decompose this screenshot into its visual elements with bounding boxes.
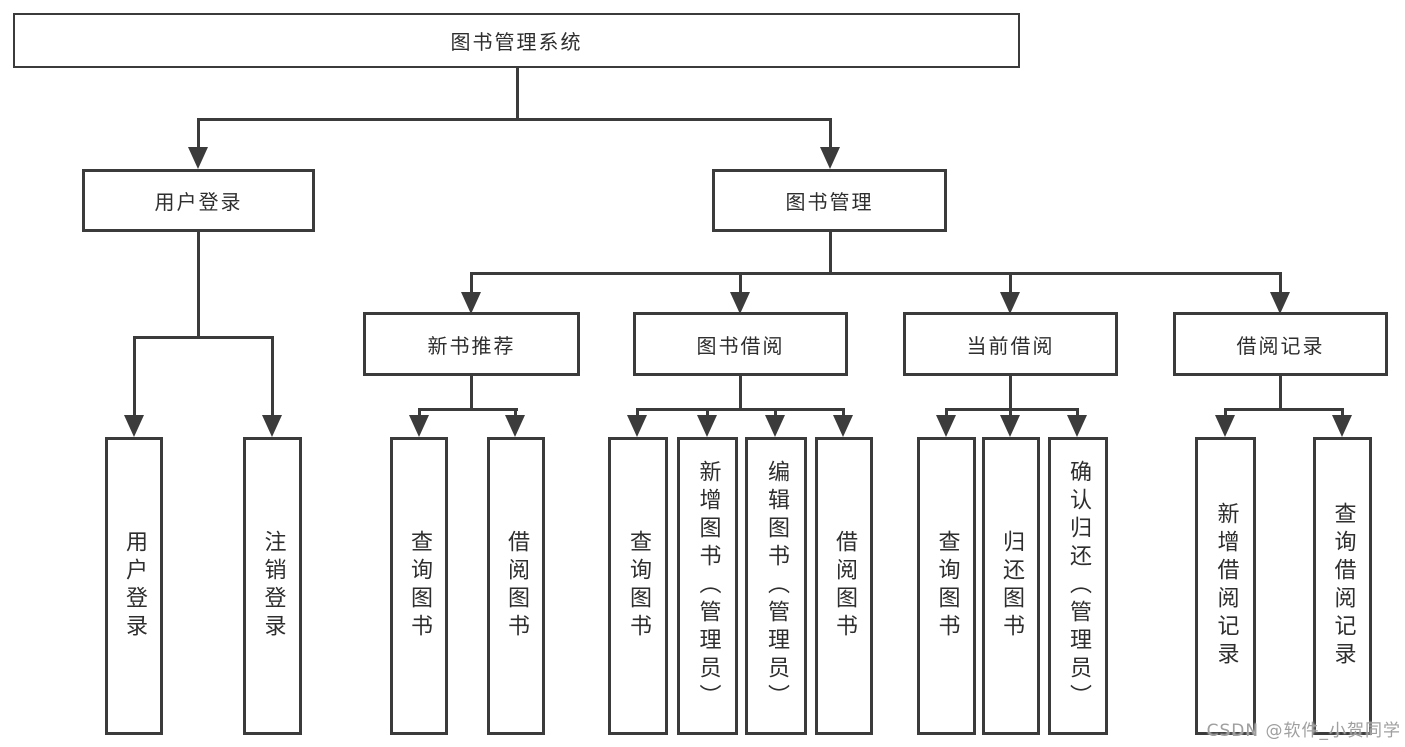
node-library-management-system: 图书管理系统 — [13, 13, 1020, 68]
leaf-query-borrow-record: 查询借阅记录 — [1313, 437, 1372, 735]
arrowhead-leaf — [627, 415, 647, 437]
leaf-logout: 注销登录 — [243, 437, 302, 735]
connector-user-login-branch — [133, 336, 274, 339]
arrowhead-leaf — [1332, 415, 1352, 437]
connector-leaf-shaft — [842, 408, 845, 418]
leaf-confirm-return-admin: 确认归还（管理员） — [1048, 437, 1108, 735]
arrowhead-book-borrow — [730, 292, 750, 314]
leaf-return-books: 归还图书 — [982, 437, 1040, 735]
arrowhead-leaf — [505, 415, 525, 437]
leaf-query-books-3: 查询图书 — [917, 437, 976, 735]
node-book-management: 图书管理 — [712, 169, 947, 232]
connector-new-books-stem — [470, 374, 473, 410]
connector-to-login-leaf — [133, 336, 136, 418]
arrowhead-borrow-records — [1270, 292, 1290, 314]
arrowhead-new-books — [461, 292, 481, 314]
node-current-borrowing: 当前借阅 — [903, 312, 1118, 376]
arrowhead-leaf — [765, 415, 785, 437]
arrowhead-leaf — [1215, 415, 1235, 437]
connector-current-borrow-stem — [1009, 374, 1012, 410]
connector-leaf-shaft — [636, 408, 639, 418]
connector-leaf-shaft — [1076, 408, 1079, 418]
connector-to-current-borrow — [1009, 272, 1012, 296]
node-new-book-recommend: 新书推荐 — [363, 312, 580, 376]
connector-root-stem — [516, 66, 519, 119]
connector-borrow-records-branch — [1224, 408, 1344, 411]
arrowhead-user-login — [188, 147, 208, 169]
connector-leaf-shaft — [1009, 408, 1012, 418]
leaf-add-borrow-record: 新增借阅记录 — [1195, 437, 1256, 735]
connector-level3-branch — [470, 272, 1281, 275]
connector-leaf-shaft — [774, 408, 777, 418]
connector-book-mgmt-stem — [829, 230, 832, 274]
connector-to-new-books — [470, 272, 473, 296]
leaf-user-login: 用户登录 — [105, 437, 163, 735]
arrowhead-logout-leaf — [262, 415, 282, 437]
connector-leaf-shaft — [1224, 408, 1227, 418]
arrowhead-leaf — [833, 415, 853, 437]
arrowhead-leaf — [697, 415, 717, 437]
connector-leaf-shaft — [1341, 408, 1344, 418]
connector-book-borrow-branch — [636, 408, 845, 411]
connector-new-books-branch — [418, 408, 518, 411]
leaf-borrow-books-2: 借阅图书 — [815, 437, 873, 735]
connector-book-borrow-stem — [739, 374, 742, 410]
node-user-login: 用户登录 — [82, 169, 315, 232]
connector-leaf-shaft — [514, 408, 517, 418]
csdn-watermark: CSDN @软件_小贺同学 — [1206, 721, 1401, 741]
connector-leaf-shaft — [945, 408, 948, 418]
connector-borrow-records-stem — [1279, 374, 1282, 410]
connector-to-user-login — [197, 118, 200, 150]
connector-to-book-management — [829, 118, 832, 150]
connector-current-borrow-branch — [945, 408, 1079, 411]
connector-to-book-borrow — [739, 272, 742, 296]
connector-to-logout-leaf — [271, 336, 274, 418]
arrowhead-login-leaf — [124, 415, 144, 437]
arrowhead-leaf — [1067, 415, 1087, 437]
connector-leaf-shaft — [706, 408, 709, 418]
arrowhead-leaf — [1000, 415, 1020, 437]
connector-leaf-shaft — [418, 408, 421, 418]
connector-level2-branch — [197, 118, 832, 121]
leaf-query-books-1: 查询图书 — [390, 437, 448, 735]
node-borrowing-records: 借阅记录 — [1173, 312, 1388, 376]
leaf-query-books-2: 查询图书 — [608, 437, 668, 735]
leaf-edit-books-admin: 编辑图书（管理员） — [745, 437, 807, 735]
arrowhead-current-borrow — [1000, 292, 1020, 314]
connector-to-borrow-records — [1279, 272, 1282, 296]
arrowhead-book-management — [820, 147, 840, 169]
connector-user-login-stem — [197, 230, 200, 338]
node-book-borrowing: 图书借阅 — [633, 312, 848, 376]
leaf-add-books-admin: 新增图书（管理员） — [677, 437, 738, 735]
arrowhead-leaf — [936, 415, 956, 437]
leaf-borrow-books-1: 借阅图书 — [487, 437, 545, 735]
arrowhead-leaf — [409, 415, 429, 437]
